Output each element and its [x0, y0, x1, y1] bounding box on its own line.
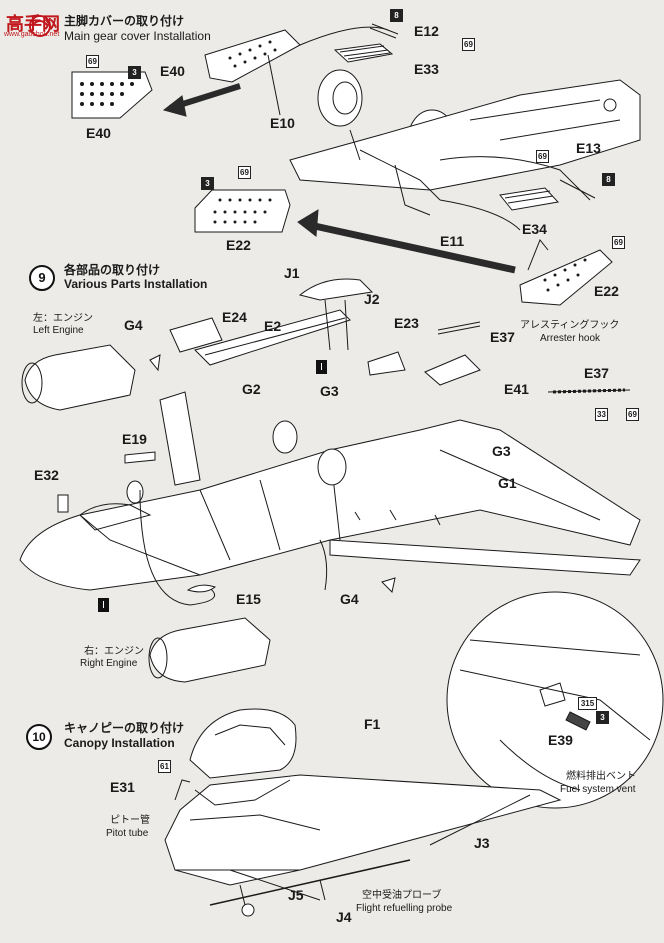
color-code-69: 69: [86, 55, 99, 68]
step10-title-jp: キャノピーの取り付け: [64, 721, 185, 735]
color-code-69: 69: [462, 38, 475, 51]
part-e41: E41: [504, 381, 529, 397]
part-e12: E12: [414, 23, 439, 39]
watermark-text: 高手网: [6, 14, 60, 35]
refuel-probe-label-en: Flight refuelling probe: [356, 903, 453, 914]
color-code-33: 33: [595, 408, 608, 421]
watermark-url: www.gaoshou.net: [4, 31, 60, 38]
part-e33: E33: [414, 61, 439, 77]
color-code-69: 69: [626, 408, 639, 421]
color-code-69: 69: [238, 166, 251, 179]
part-j5: J5: [288, 887, 304, 903]
part-e37-detail: E37: [584, 365, 609, 381]
cement-icon: [316, 360, 327, 374]
color-code-61: 61: [158, 760, 171, 773]
color-code-3: 3: [128, 66, 141, 79]
part-e19: E19: [122, 431, 147, 447]
right-engine-label-jp: 右：エンジン: [84, 646, 144, 657]
part-e37: E37: [490, 329, 515, 345]
color-code-3: 3: [596, 711, 609, 724]
step8-title-jp: 主脚カバーの取り付け: [64, 14, 185, 28]
part-e40-detached: E40: [86, 125, 111, 141]
watermark-logo: [29, 15, 51, 37]
step10-title-en: Canopy Installation: [64, 736, 175, 750]
pitot-tube-label-en: Pitot tube: [106, 828, 149, 839]
arrester-hook-label-jp: アレスティングフック: [520, 320, 620, 331]
color-code-315: 315: [578, 697, 597, 710]
part-e32: E32: [34, 467, 59, 483]
part-e13: E13: [576, 140, 601, 156]
left-engine-label-en: Left Engine: [33, 325, 84, 336]
refuel-probe-label-jp: 空中受油プローブ: [362, 890, 442, 901]
color-code-3: 3: [201, 177, 214, 190]
part-g3-right: G3: [492, 443, 511, 459]
color-code-69: 69: [612, 236, 625, 249]
part-e10: E10: [270, 115, 295, 131]
color-code-69: 69: [536, 150, 549, 163]
step8-title-en: Main gear cover Installation: [64, 29, 211, 43]
left-engine-label-jp: 左：エンジン: [33, 313, 93, 324]
color-code-8: 8: [390, 9, 403, 22]
part-e34: E34: [522, 221, 547, 237]
part-e2: E2: [264, 318, 282, 334]
part-g4-bottom: G4: [340, 591, 359, 607]
step9-title-jp: 各部品の取り付け: [64, 263, 161, 277]
part-e15: E15: [236, 591, 261, 607]
part-e23: E23: [394, 315, 419, 331]
part-g4-top: G4: [124, 317, 143, 333]
step10-drawing: [164, 708, 562, 917]
step9-title-en: Various Parts Installation: [64, 277, 208, 291]
arrester-hook-label-en: Arrester hook: [540, 333, 601, 344]
right-engine-label-en: Right Engine: [80, 658, 138, 669]
part-j2: J2: [364, 291, 380, 307]
part-e11: E11: [440, 233, 465, 249]
part-e22-detached: E22: [226, 237, 251, 253]
part-j4: J4: [336, 909, 352, 925]
part-e40: E40: [160, 63, 185, 79]
step8-drawing: [71, 23, 641, 306]
part-j3: J3: [474, 835, 490, 851]
step9-number: 9: [29, 265, 55, 291]
step9-drawing: [19, 278, 641, 683]
part-g3-top: G3: [320, 383, 339, 399]
cement-icon: [98, 598, 109, 612]
part-g1: G1: [498, 475, 517, 491]
part-e39: E39: [548, 732, 573, 748]
part-e24: E24: [222, 309, 247, 325]
fuel-vent-label-en: Fuel system vent: [560, 784, 636, 795]
fuel-vent-label-jp: 燃料排出ベント: [566, 771, 636, 782]
part-g2: G2: [242, 381, 261, 397]
step10-number: 10: [26, 724, 52, 750]
part-e22: E22: [594, 283, 619, 299]
fuel-vent-detail: [446, 591, 664, 809]
part-j1: J1: [284, 265, 300, 281]
color-code-8: 8: [602, 173, 615, 186]
part-f1: F1: [364, 716, 381, 732]
part-e31: E31: [110, 779, 135, 795]
pitot-tube-label-jp: ピトー管: [110, 815, 150, 826]
